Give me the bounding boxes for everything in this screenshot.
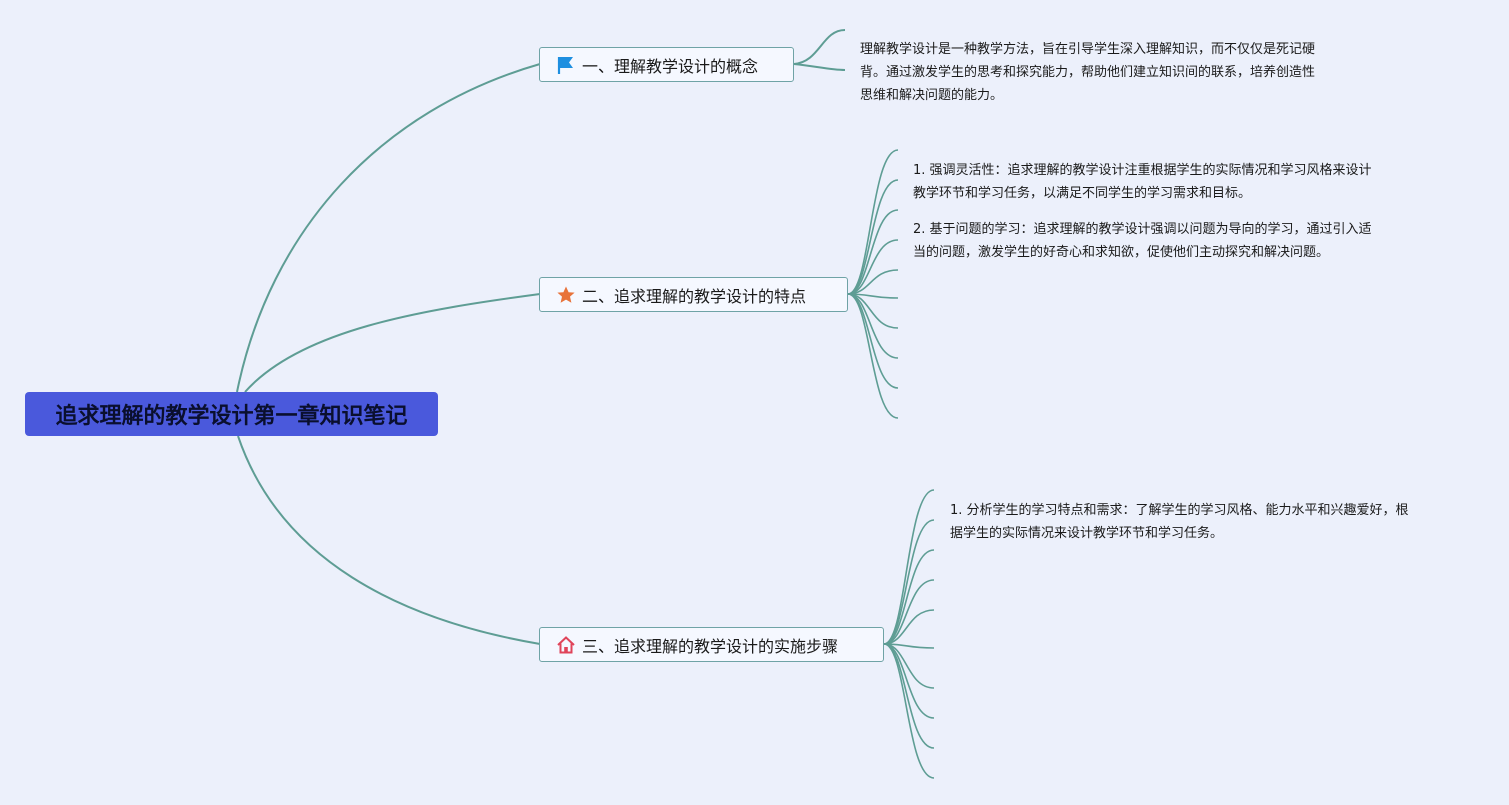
star-icon <box>556 285 576 305</box>
branch-steps-5 <box>883 609 935 645</box>
connector-topic-1-note-a <box>793 29 846 65</box>
branch-steps-3 <box>883 549 935 645</box>
flag-icon <box>556 55 576 75</box>
note-line: 当的问题，激发学生的好奇心和求知欲，促使他们主动探究和解决问题。 <box>913 245 1330 260</box>
connector-root-topic-3 <box>237 435 541 645</box>
branch-features-5 <box>847 269 899 295</box>
note-step-analysis: 1. 分析学生的学习特点和需求：了解学生的学习风格、能力水平和兴趣爱好，根 据学… <box>950 499 1409 545</box>
note-line: 理解教学设计是一种教学方法，旨在引导学生深入理解知识，而不仅仅是死记硬 <box>860 42 1316 57</box>
note-feature-problem-based: 2. 基于问题的学习：追求理解的教学设计强调以问题为导向的学习，通过引入适 当的… <box>913 218 1372 264</box>
note-line: 背。通过激发学生的思考和探究能力，帮助他们建立知识间的联系，培养创造性 <box>860 65 1316 80</box>
note-line: 1. 分析学生的学习特点和需求：了解学生的学习风格、能力水平和兴趣爱好，根 <box>950 503 1409 518</box>
note-line: 1. 强调灵活性：追求理解的教学设计注重根据学生的实际情况和学习风格来设计 <box>913 163 1372 178</box>
topic-steps[interactable]: 三、追求理解的教学设计的实施步骤 <box>539 627 884 662</box>
topic-concept[interactable]: 一、理解教学设计的概念 <box>539 47 794 82</box>
home-icon <box>556 635 576 655</box>
branch-steps-8 <box>883 643 935 719</box>
connector-root-topic-1 <box>236 63 541 393</box>
topic-2-branches <box>847 149 899 419</box>
topic-concept-label: 一、理解教学设计的概念 <box>582 56 759 76</box>
connector-root-topic-2 <box>244 293 541 393</box>
branch-features-1 <box>847 149 899 295</box>
note-feature-flexibility: 1. 强调灵活性：追求理解的教学设计注重根据学生的实际情况和学习风格来设计 教学… <box>913 159 1372 205</box>
branch-steps-2 <box>883 519 935 645</box>
note-line: 教学环节和学习任务，以满足不同学生的学习需求和目标。 <box>913 186 1252 201</box>
branch-steps-1 <box>883 489 935 645</box>
branch-steps-4 <box>883 579 935 645</box>
topic-features[interactable]: 二、追求理解的教学设计的特点 <box>539 277 848 312</box>
note-line: 2. 基于问题的学习：追求理解的教学设计强调以问题为导向的学习，通过引入适 <box>913 222 1372 237</box>
branch-features-2 <box>847 179 899 295</box>
topic-3-branches <box>883 489 935 779</box>
topic-features-label: 二、追求理解的教学设计的特点 <box>582 286 807 306</box>
branch-features-4 <box>847 239 899 295</box>
branch-steps-10 <box>883 643 935 779</box>
branch-features-10 <box>847 293 899 419</box>
central-topic[interactable]: 追求理解的教学设计第一章知识笔记 <box>25 392 438 436</box>
note-line: 据学生的实际情况来设计教学环节和学习任务。 <box>950 526 1224 541</box>
branch-steps-9 <box>883 643 935 749</box>
central-topic-label: 追求理解的教学设计第一章知识笔记 <box>55 404 408 429</box>
topic-steps-label: 三、追求理解的教学设计的实施步骤 <box>582 636 839 656</box>
branch-features-9 <box>847 293 899 389</box>
connector-topic-1-note-b <box>793 63 846 71</box>
branch-features-3 <box>847 209 899 295</box>
note-line: 思维和解决问题的能力。 <box>860 88 1004 103</box>
note-concept: 理解教学设计是一种教学方法，旨在引导学生深入理解知识，而不仅仅是死记硬 背。通过… <box>860 38 1315 107</box>
